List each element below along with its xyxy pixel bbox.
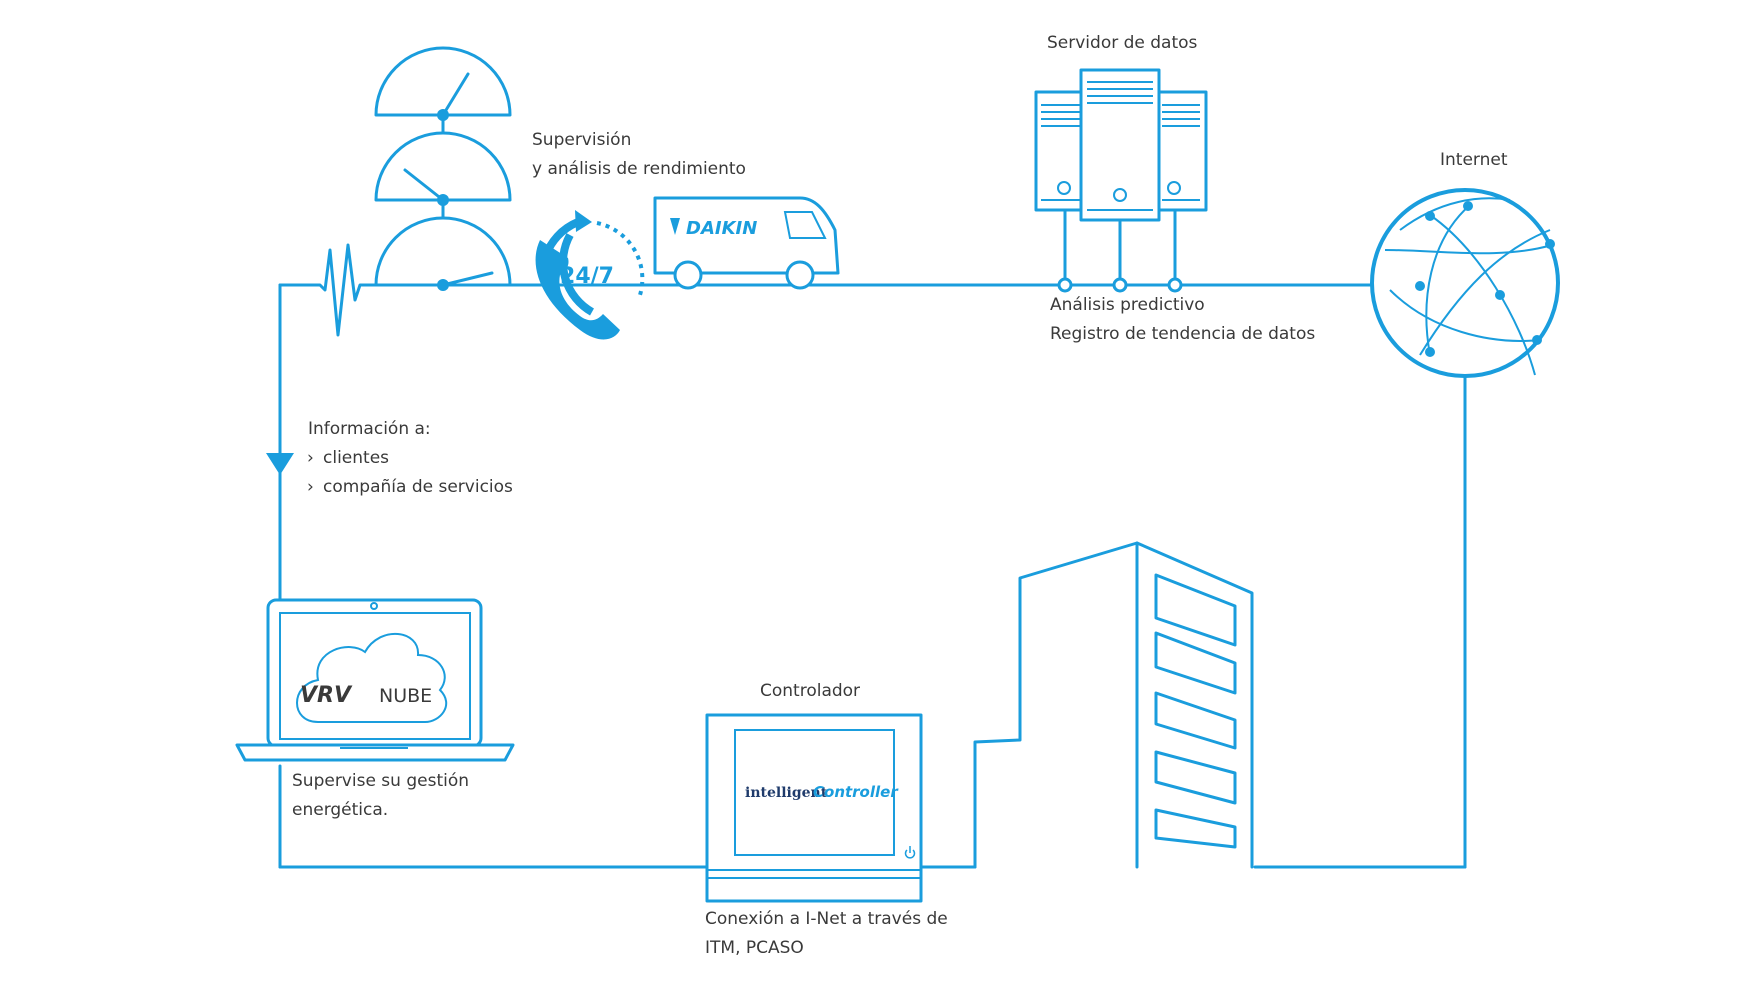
controller-logo-controller: Controller: [813, 783, 899, 801]
controller-logo-intelligent: intelligent: [745, 785, 828, 801]
server-icon: [1034, 68, 1208, 293]
info-item-clients: clientes: [323, 448, 389, 468]
building-icon: [973, 541, 1254, 869]
controller-panel-icon: intelligent Controller: [705, 713, 923, 903]
cloud-icon: [296, 633, 448, 723]
info-item-service-company: compañía de servicios: [323, 477, 513, 497]
phone-24-7-icon: 24/7: [535, 210, 645, 340]
laptop-icon: VRV NUBE: [235, 598, 515, 762]
laptop-caption-2: energética.: [292, 800, 388, 820]
info-bullet-2: ›: [307, 477, 314, 497]
arrow-down-icon: [266, 453, 294, 475]
info-bullet-1: ›: [307, 448, 314, 468]
gauge-icon: [374, 46, 512, 291]
van-brand-label: DAIKIN: [686, 218, 757, 239]
server-line1: Análisis predictivo: [1050, 295, 1205, 315]
controller-caption-2: ITM, PCASO: [705, 938, 804, 958]
controller-caption-1: Conexión a I-Net a través de: [705, 909, 948, 929]
globe-icon: [1370, 188, 1560, 378]
support-hours-label: 24/7: [560, 264, 614, 289]
server-line2: Registro de tendencia de datos: [1050, 324, 1315, 344]
pulse-icon: [278, 243, 382, 337]
internet-label: Internet: [1440, 150, 1508, 170]
monitoring-subtitle: y análisis de rendimiento: [532, 159, 746, 179]
laptop-caption-1: Supervise su gestión: [292, 771, 469, 791]
laptop-logo-vrv: VRV: [300, 683, 353, 708]
server-title: Servidor de datos: [1047, 33, 1198, 53]
controller-title: Controlador: [760, 681, 860, 701]
info-title: Información a:: [308, 419, 431, 439]
power-icon: [904, 846, 916, 859]
monitoring-title: Supervisión: [532, 130, 631, 150]
laptop-logo-nube: NUBE: [379, 685, 432, 707]
service-van-icon: DAIKIN: [653, 196, 840, 290]
